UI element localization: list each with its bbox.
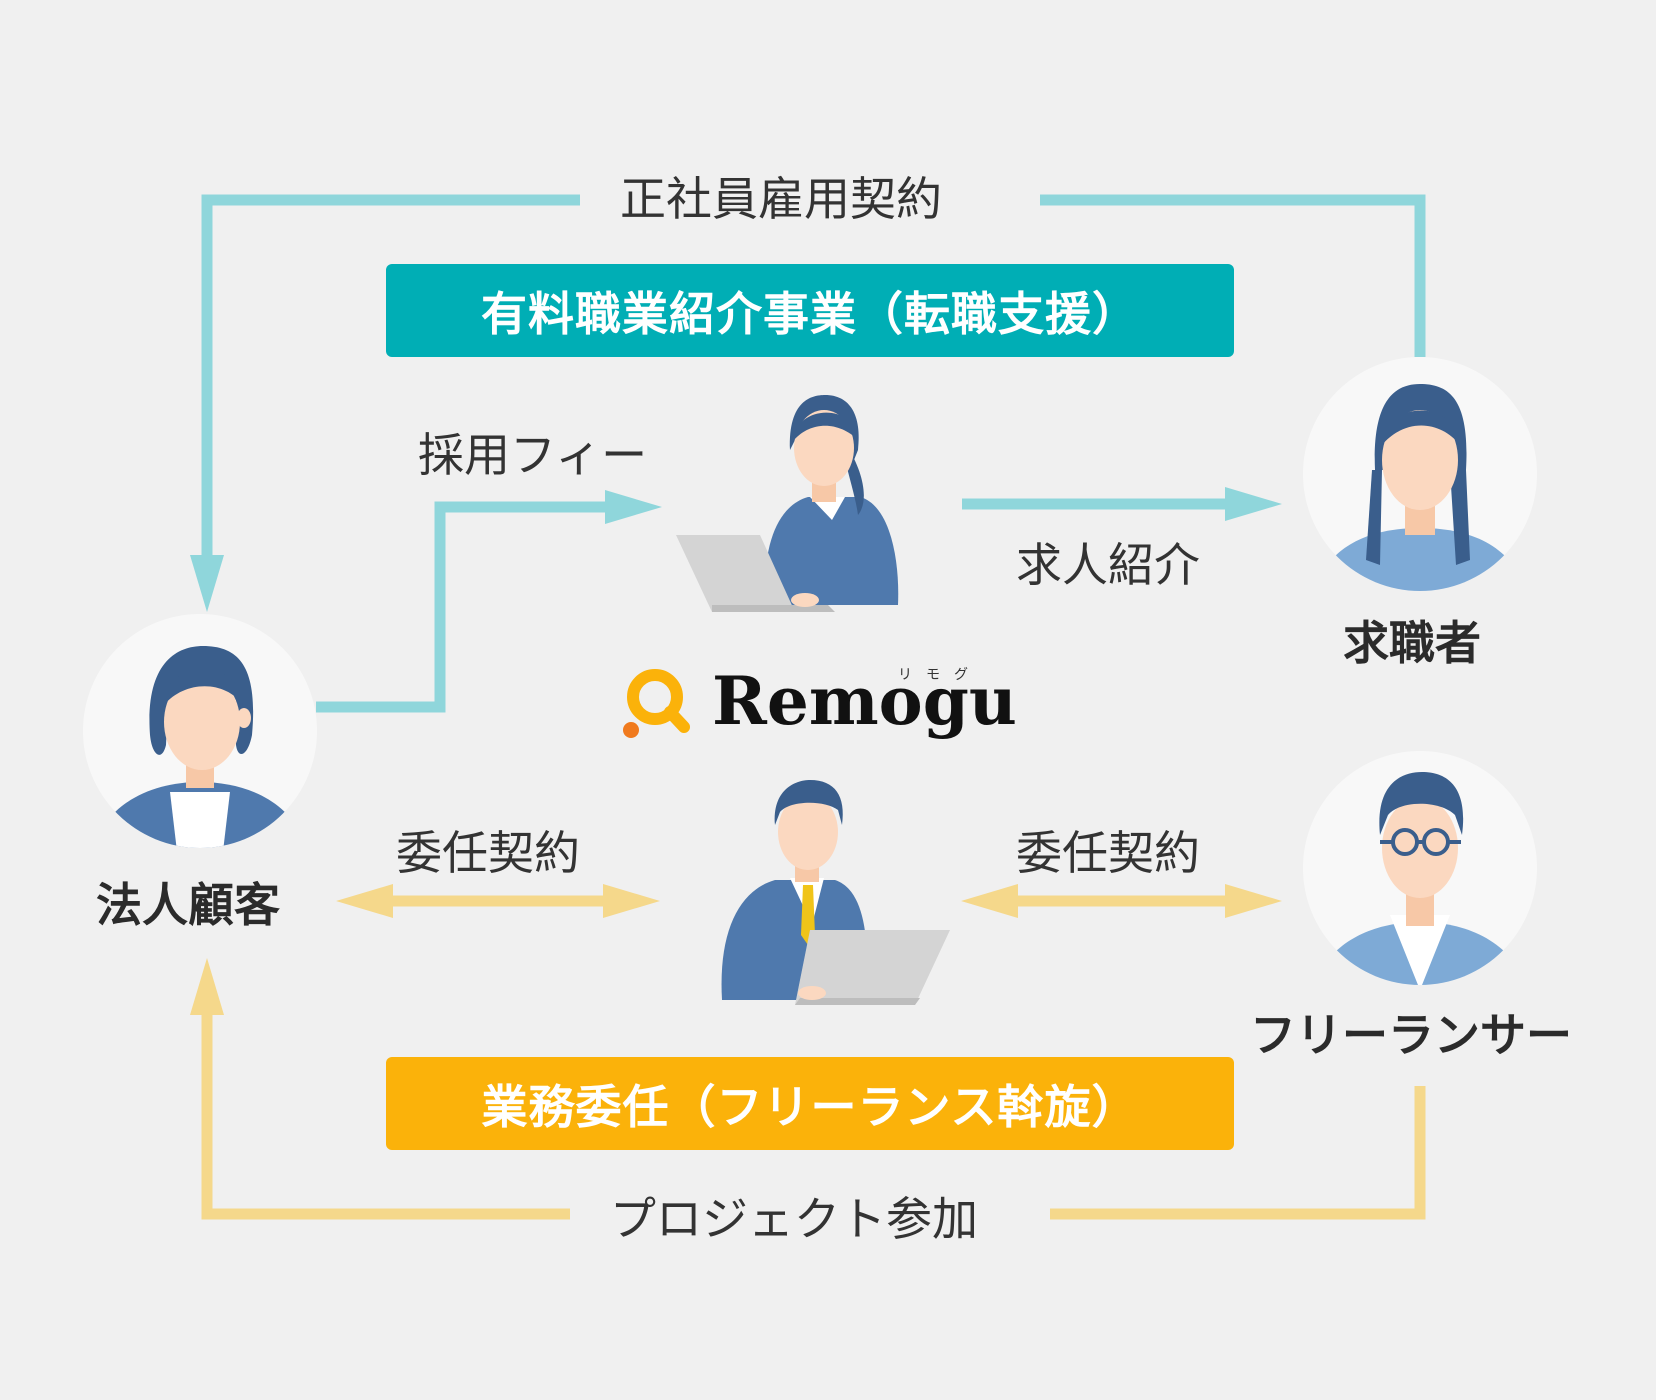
project-participation-label: プロジェクト参加 <box>610 1192 978 1246</box>
arrowhead-right-icon <box>1225 487 1282 521</box>
corporate-client-label: 法人顧客 <box>96 878 280 932</box>
freelancer-label: フリーランサー <box>1250 1008 1572 1062</box>
employment-contract-line-right <box>1040 194 1426 357</box>
arrowhead-up-icon <box>190 958 224 1015</box>
job-seeker-avatar <box>1303 357 1537 591</box>
hiring-fee-label: 採用フィー <box>418 428 648 482</box>
remogu-ruby-text: リモグ <box>898 667 982 683</box>
job-introduction-label: 求人紹介 <box>1016 538 1200 592</box>
employment-contract-line <box>201 194 580 560</box>
remogu-logo-text: Remogu <box>712 662 1017 740</box>
left-contract-label: 委任契約 <box>396 826 580 880</box>
employment-contract-label: 正社員雇用契約 <box>620 172 942 226</box>
corporate-client-avatar <box>83 614 317 848</box>
remogu-logo-icon <box>623 669 690 738</box>
career-advisor-illustration <box>676 395 899 612</box>
arrowhead-down-icon <box>190 555 224 612</box>
arrowhead-right-icon <box>603 884 660 918</box>
arrowhead-left-icon <box>336 884 393 918</box>
arrowhead-left-icon <box>961 884 1018 918</box>
arrowhead-right-icon <box>605 490 662 524</box>
project-participation-line <box>201 1010 570 1220</box>
placement-business-banner: 有料職業紹介事業（転職支援） <box>386 264 1234 357</box>
hiring-fee-line <box>316 501 610 713</box>
outsourcing-business-banner: 業務委任（フリーランス斡旋） <box>386 1057 1234 1150</box>
arrowhead-right-icon <box>1225 884 1282 918</box>
right-contract-label: 委任契約 <box>1016 826 1200 880</box>
freelancer-avatar <box>1303 751 1537 985</box>
freelance-coordinator-illustration <box>721 780 950 1005</box>
project-participation-line-right <box>1050 1086 1426 1220</box>
job-seeker-label: 求職者 <box>1343 616 1481 670</box>
